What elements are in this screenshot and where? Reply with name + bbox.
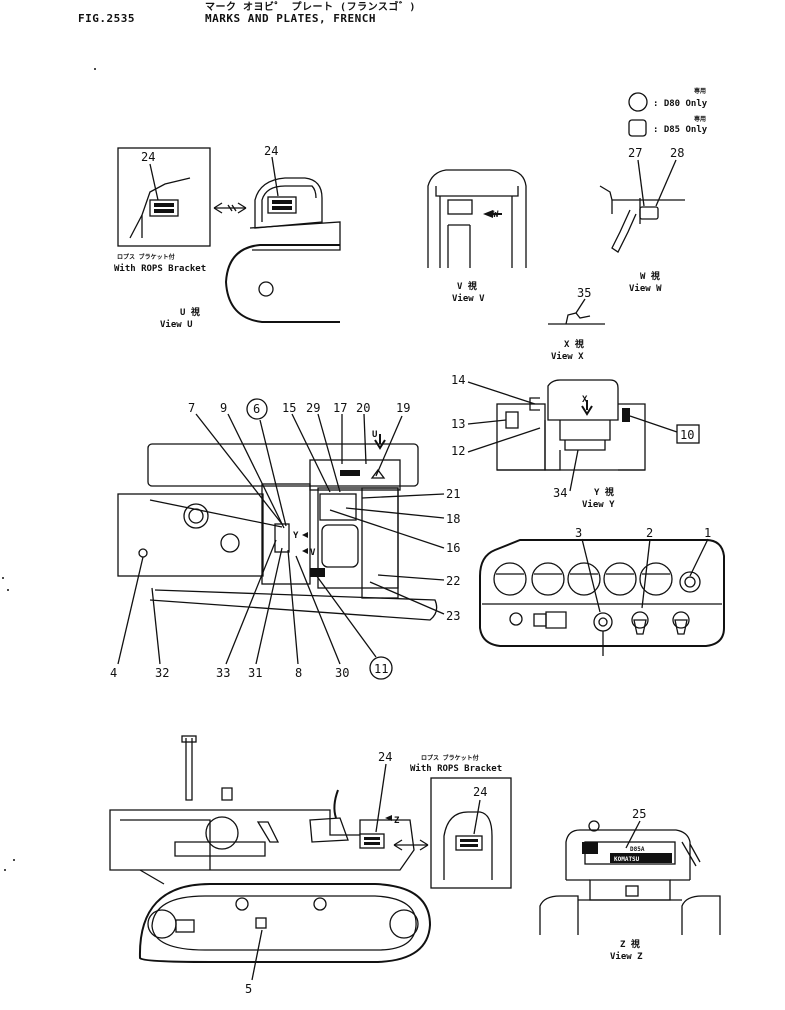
callout-28: 28 — [670, 146, 684, 160]
callout-6: 6 — [253, 402, 260, 416]
view-x-group: 35 X 視 View X — [548, 286, 605, 362]
plate-model: D85A — [630, 846, 645, 853]
top-view-group: U Y V 7 9 6 15 29 17 20 19 21 18 16 22 2… — [110, 398, 460, 680]
callout-8: 8 — [295, 666, 302, 680]
callout-13: 13 — [451, 417, 465, 431]
view-w-group: 27 28 W 視 View W — [599, 146, 685, 294]
view-w-jp: W 視 — [640, 270, 660, 282]
callout-3: 3 — [575, 526, 582, 540]
callout-9: 9 — [220, 401, 227, 415]
arrow-w: W — [493, 210, 499, 220]
callout-23: 23 — [446, 609, 460, 623]
legend-d80: : D80 Only — [653, 99, 708, 109]
callout-24d: 24 — [473, 785, 487, 799]
rops-label-jp-2: ロプス ブラケット付 — [421, 754, 479, 762]
figure-title-japanese: マーク オヨビ゜ プレート (フランスゴ゛) — [205, 2, 416, 13]
plate-brand: KOMATSU — [614, 856, 640, 863]
plate-24-inset-2 — [455, 835, 483, 851]
view-y-label: View Y — [582, 499, 615, 510]
view-x-label: View X — [551, 351, 584, 362]
rops-inset-frame-2 — [430, 777, 512, 889]
rops-label: With ROPS Bracket — [114, 263, 206, 274]
rops-inset-frame — [117, 147, 211, 247]
callout-29: 29 — [306, 401, 320, 415]
callout-2: 2 — [646, 526, 653, 540]
legend-d85-jp: 専用 — [694, 115, 706, 123]
view-v-label: View V — [452, 293, 485, 304]
callout-31: 31 — [248, 666, 262, 680]
arrow-z: Z — [394, 816, 400, 826]
callout-21: 21 — [446, 487, 460, 501]
callout-24b: 24 — [264, 144, 278, 158]
d80-symbol-circle — [628, 92, 648, 112]
side-view-group: 24 Z 5 24 ロプス ブラケット付 With ROPS Bracket — [109, 735, 512, 996]
view-v-group: W V 視 View V — [427, 169, 527, 304]
callout-27: 27 — [628, 146, 642, 160]
callout-17: 17 — [333, 401, 347, 415]
callout-32: 32 — [155, 666, 169, 680]
legend-d85: : D85 Only — [653, 125, 708, 135]
arrow-y: Y — [293, 531, 299, 541]
view-z-group: KOMATSU D85A 25 Z 視 View Z — [539, 807, 721, 962]
view-x-jp: X 視 — [564, 338, 584, 350]
callout-34: 34 — [553, 486, 567, 500]
callout-7: 7 — [188, 401, 195, 415]
scan-noise — [2, 68, 96, 871]
callout-19: 19 — [396, 401, 410, 415]
legend-d80-jp: 専用 — [694, 87, 706, 95]
callout-30: 30 — [335, 666, 349, 680]
callout-14: 14 — [451, 373, 465, 387]
instrument-panel: 3 2 1 — [479, 526, 725, 656]
view-y-jp: Y 視 — [594, 486, 614, 498]
view-u-group: 24 ロプス ブラケット付 With ROPS Bracket 24 U 視 V… — [114, 144, 341, 330]
rops-label-jp: ロプス ブラケット付 — [117, 253, 175, 261]
callout-1: 1 — [704, 526, 711, 540]
rops-label-2: With ROPS Bracket — [410, 763, 502, 774]
callout-24c: 24 — [378, 750, 392, 764]
callout-10: 10 — [680, 428, 694, 442]
callout-4: 4 — [110, 666, 117, 680]
legend: : D80 Only 専用 : D85 Only 専用 — [628, 87, 708, 137]
callout-24a: 24 — [141, 150, 155, 164]
view-v-jp: V 視 — [457, 280, 477, 292]
plate-28 — [639, 206, 659, 220]
arrow-v: V — [310, 548, 316, 558]
view-y-group: X 14 13 12 10 34 Y 視 View Y — [451, 373, 700, 510]
callout-33: 33 — [216, 666, 230, 680]
callout-20: 20 — [356, 401, 370, 415]
callout-35: 35 — [577, 286, 591, 300]
view-z-label: View Z — [610, 951, 643, 962]
plate-24-inset — [149, 199, 179, 217]
figure-title: MARKS AND PLATES, FRENCH — [205, 12, 376, 25]
callout-22: 22 — [446, 574, 460, 588]
arrow-u: U — [372, 430, 377, 440]
callout-11-ring — [369, 656, 393, 680]
arrow-x: X — [582, 395, 588, 405]
callout-11: 11 — [374, 662, 388, 676]
plate-24-u — [267, 196, 297, 214]
callout-16: 16 — [446, 541, 460, 555]
plate-24-side — [359, 833, 385, 849]
callout-18: 18 — [446, 512, 460, 526]
callout-25: 25 — [632, 807, 646, 821]
callout-10-box — [676, 424, 700, 444]
callout-12: 12 — [451, 444, 465, 458]
d85-symbol-square — [628, 119, 647, 137]
figure-number: FIG.2535 — [78, 12, 135, 25]
view-u-label: View U — [160, 319, 193, 330]
view-w-label: View W — [629, 283, 662, 294]
view-u-jp: U 視 — [180, 306, 200, 318]
callout-6-ring — [246, 398, 268, 420]
callout-15: 15 — [282, 401, 296, 415]
callout-5: 5 — [245, 982, 252, 996]
view-z-jp: Z 視 — [620, 938, 640, 950]
